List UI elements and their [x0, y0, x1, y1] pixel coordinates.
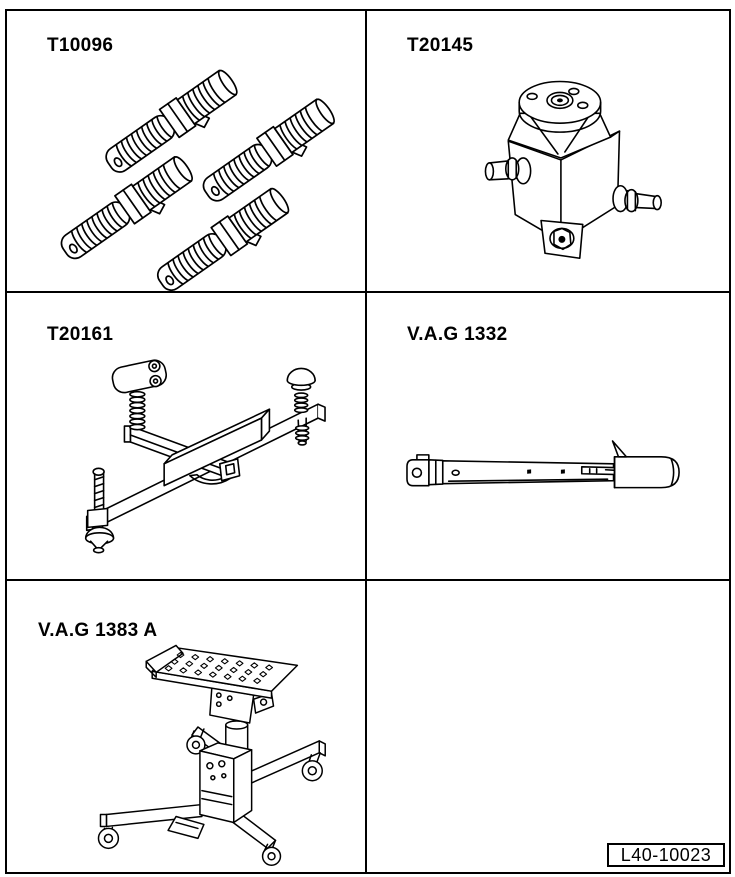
tool-label-t20161: T20161: [47, 324, 114, 345]
tool-cell-vag-1383a: V.A.G 1383 A: [7, 581, 367, 872]
tool-label-vag-1332: V.A.G 1332: [407, 324, 508, 345]
t20145-support-block-drawing: [484, 80, 662, 260]
vag-1332-torque-wrench-drawing: [406, 440, 680, 489]
figure-code-box: L40-10023: [607, 843, 725, 867]
tool-cell-t20145: T20145: [367, 11, 729, 293]
figure-code: L40-10023: [620, 844, 712, 865]
tool-label-vag-1383a: V.A.G 1383 A: [38, 620, 158, 641]
empty-cell: L40-10023: [367, 581, 729, 872]
tool-label-t20145: T20145: [407, 35, 474, 56]
tool-grid: T10096: [5, 9, 731, 874]
vag-1383a-gearbox-jack-drawing: [97, 644, 326, 866]
tool-cell-t10096: T10096: [7, 11, 367, 293]
tool-cell-vag-1332: V.A.G 1332: [367, 293, 729, 581]
t20161-support-bracket-drawing: [84, 359, 326, 554]
tool-label-t10096: T10096: [47, 35, 114, 56]
tool-cell-t20161: T20161: [7, 293, 367, 581]
